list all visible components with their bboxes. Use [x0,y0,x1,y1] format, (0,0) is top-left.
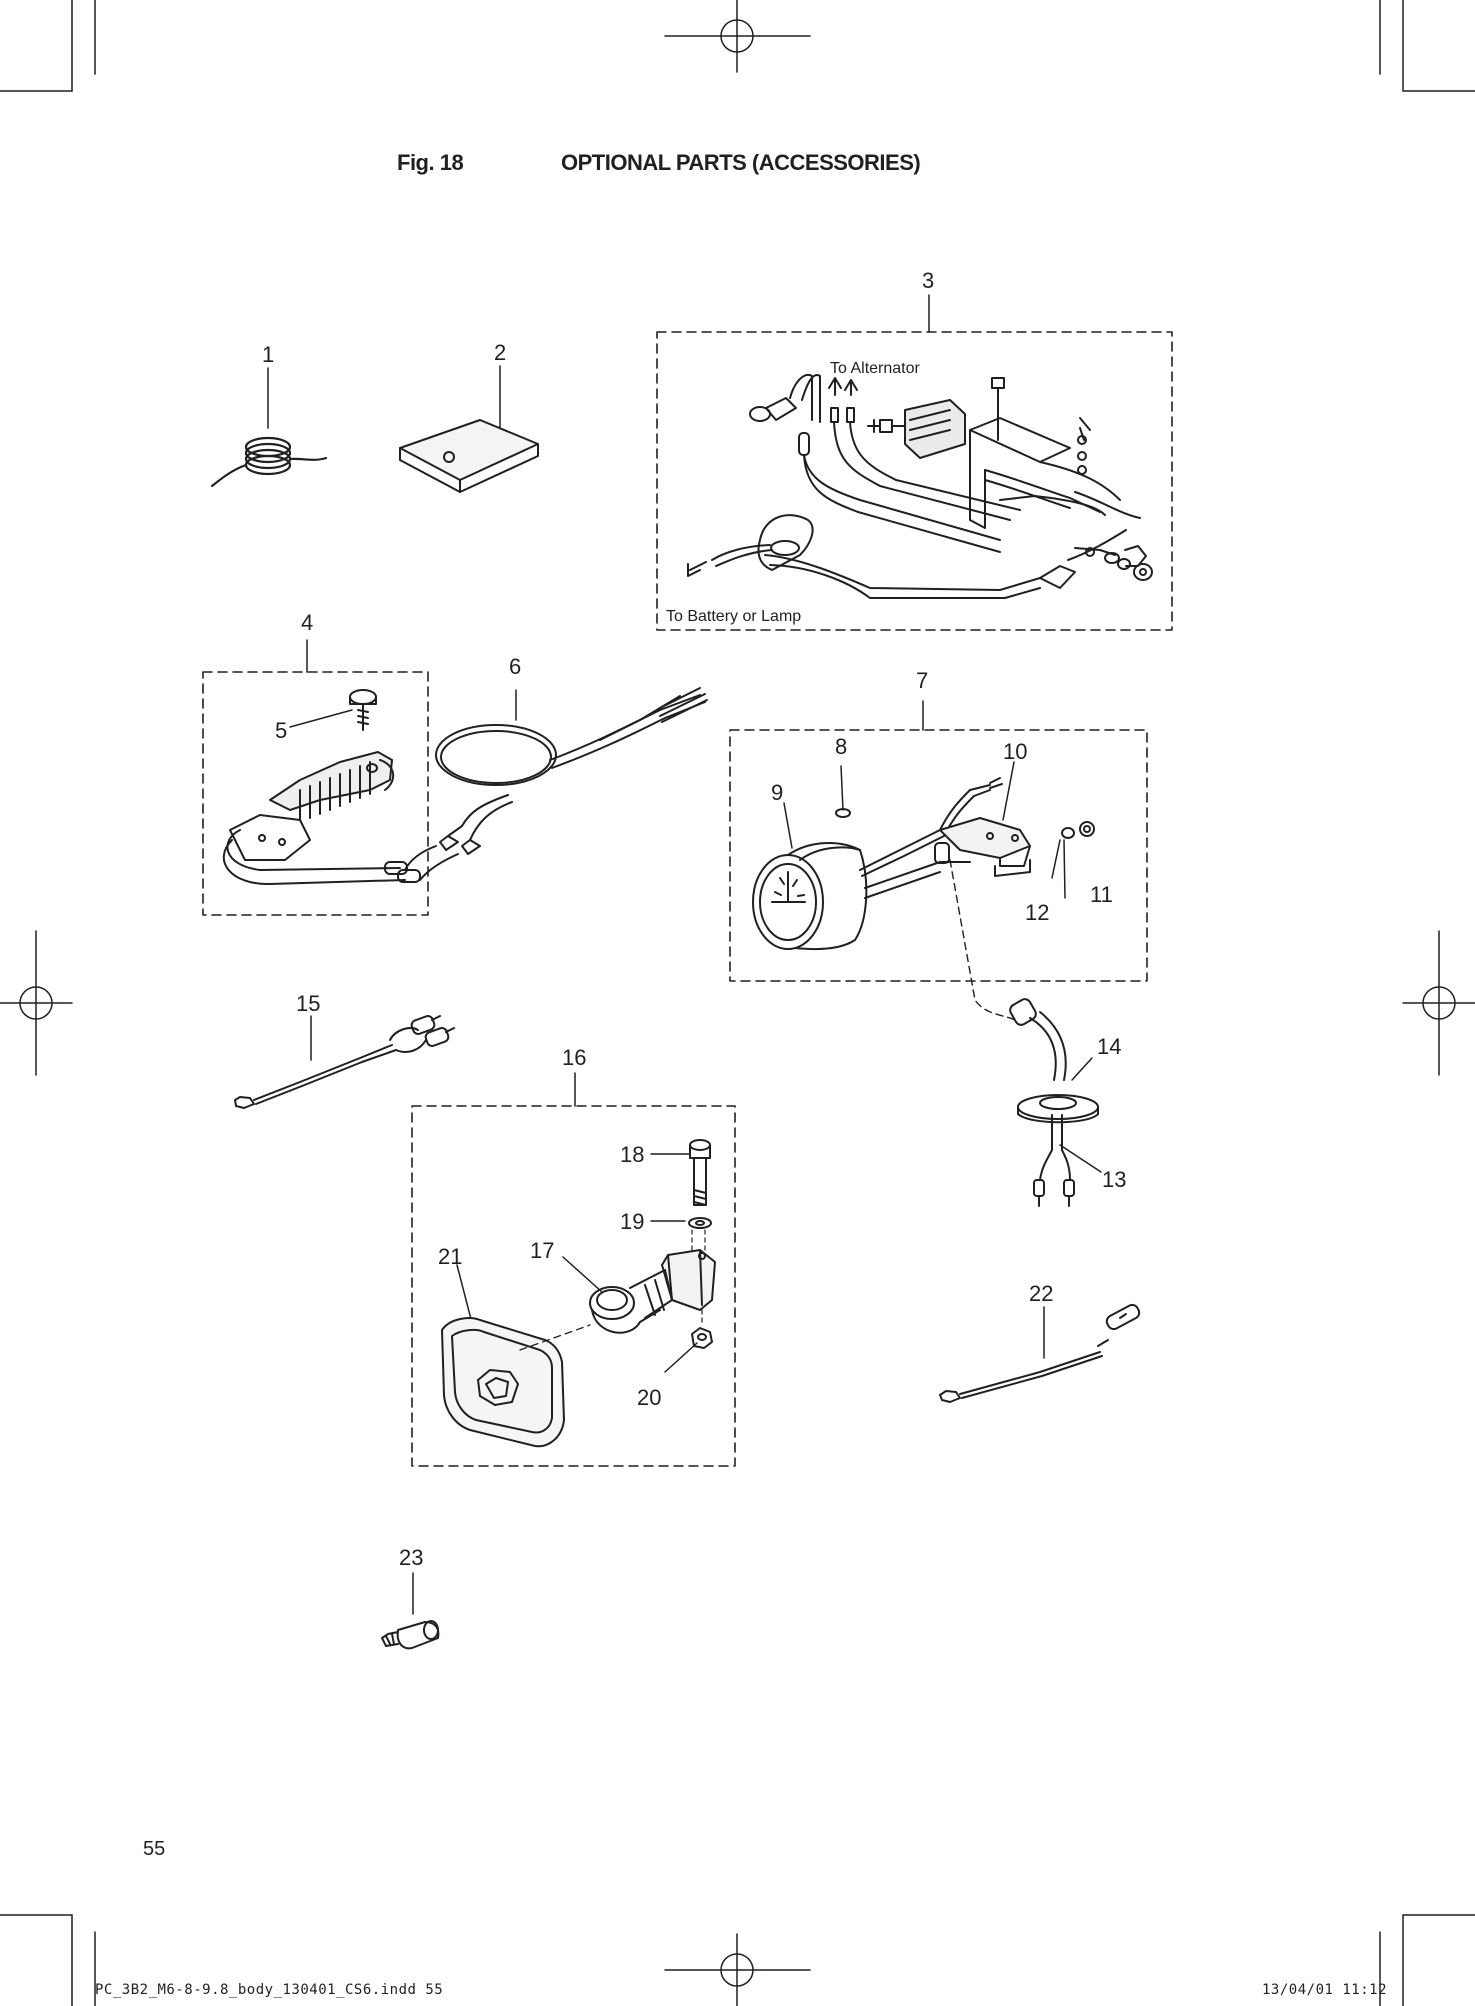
registration-mark-top [664,0,811,73]
callout-22: 22 [1029,1281,1054,1306]
part-6-lead-wire [404,687,708,881]
note-to-battery: To Battery or Lamp [666,608,802,625]
callout-2: 2 [494,340,507,365]
part-14-grommet-lead [1009,998,1099,1207]
part-4-lighting-coil [222,689,421,886]
registration-mark-left [0,930,73,1076]
callout-14: 14 [1097,1034,1122,1059]
callout-18: 18 [620,1142,645,1167]
callout-20: 20 [637,1385,662,1410]
callout-7: 7 [916,668,929,693]
part-2-pad [399,419,539,493]
page-number: 55 [143,1838,166,1860]
part-3-rectifier-kit [687,374,1153,599]
part-22-lead-wire [939,1303,1141,1403]
callout-21: 21 [438,1244,463,1269]
callout-4: 4 [301,610,314,635]
figure-number: Fig. 18 [397,150,464,175]
registration-mark-right [1402,930,1475,1076]
group-box-3 [656,331,1173,631]
connection-line-7-14 [949,859,1016,1021]
group-box-7 [729,729,1148,982]
callout-23: 23 [399,1545,424,1570]
callout-10: 10 [1003,739,1028,764]
callout-12: 12 [1025,900,1050,925]
callout-1: 1 [262,342,275,367]
print-slug-date: 13/04/01 11:12 [1262,1982,1388,1998]
group-boxes [202,331,1173,1467]
callout-6: 6 [509,654,522,679]
group-box-4 [202,671,429,916]
callout-5: 5 [275,718,288,743]
part-7-tachometer [752,777,1095,950]
part-16-remote-mount [441,1139,716,1448]
group-box-16 [411,1105,736,1467]
callout-3: 3 [922,268,935,293]
part-15-lead-wire [234,1015,455,1109]
print-slug-file: PC_3B2_M6-8-9.8_body_130401_CS6.indd 55 [95,1982,444,1998]
page-title: OPTIONAL PARTS (ACCESSORIES) [561,150,921,175]
note-to-alternator: To Alternator [830,360,920,377]
callout-17: 17 [530,1238,555,1263]
registration-mark-bottom [664,1933,811,2006]
callout-19: 19 [620,1209,645,1234]
callout-13: 13 [1102,1167,1127,1192]
part-23-spacer [381,1620,440,1650]
callout-11: 11 [1090,882,1113,907]
callout-15: 15 [296,991,321,1016]
part-1-coil-wire [210,436,328,488]
leader-lines [267,294,1102,1615]
callout-16: 16 [562,1045,587,1070]
callout-9: 9 [771,780,784,805]
callout-8: 8 [835,734,848,759]
